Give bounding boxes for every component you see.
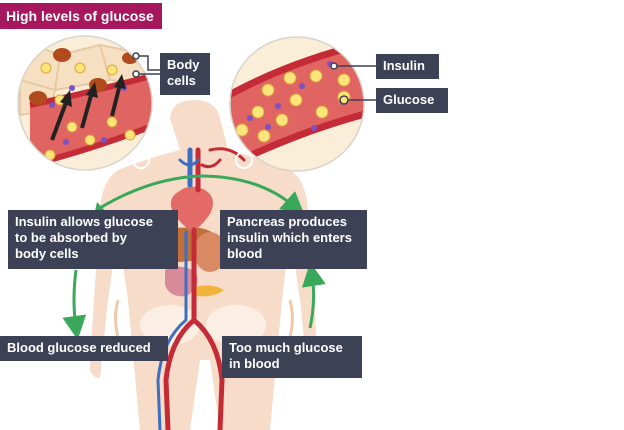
label-body-cells: Body cells	[160, 53, 210, 95]
label-too-much-glucose: Too much glucose in blood	[222, 336, 362, 378]
organs	[145, 186, 226, 297]
blood-vessel-zoom	[229, 36, 365, 172]
intestines	[165, 266, 198, 297]
zoom-origin-left	[132, 151, 150, 169]
label-pancreas: Pancreas produces insulin which enters b…	[220, 210, 367, 269]
heart	[170, 186, 214, 232]
body-cells-zoom	[17, 35, 153, 171]
zoom-origin-right	[235, 151, 253, 169]
label-glucose: Glucose	[376, 88, 448, 113]
label-insulin: Insulin	[376, 54, 439, 79]
title-tag: High levels of glucose	[0, 3, 162, 29]
stomach	[194, 232, 226, 272]
pointers	[132, 52, 376, 105]
pancreas	[192, 285, 224, 297]
label-insulin-absorbs: Insulin allows glucose to be absorbed by…	[8, 210, 178, 269]
cycle-arrows	[62, 174, 326, 340]
label-blood-glucose-reduced: Blood glucose reduced	[0, 336, 168, 361]
